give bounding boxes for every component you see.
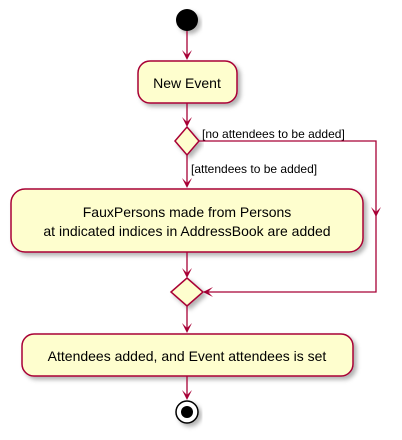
activity-faux-persons-line1: FauxPersons made from Persons [83,204,292,220]
decision-node [174,125,200,157]
activity-faux-persons-line2: at indicated indices in AddressBook are … [43,223,330,239]
arrowhead [371,207,381,217]
arrowhead [182,390,192,400]
activity-faux-persons [10,188,364,253]
end-node-inner [181,406,193,418]
arrowhead [182,50,192,60]
arrowhead [182,178,192,188]
arrowhead [182,268,192,278]
activity-attendees-set-label: Attendees added, and Event attendees is … [48,348,327,364]
activity-new-event-label: New Event [153,75,221,91]
arrowhead [182,117,192,127]
merge-node [169,277,205,307]
arrowhead [203,287,213,297]
guard-attendees: [attendees to be added] [191,162,317,176]
arrowhead [182,323,192,333]
guard-no-attendees: [no attendees to be added] [202,127,345,141]
start-node [176,9,198,31]
